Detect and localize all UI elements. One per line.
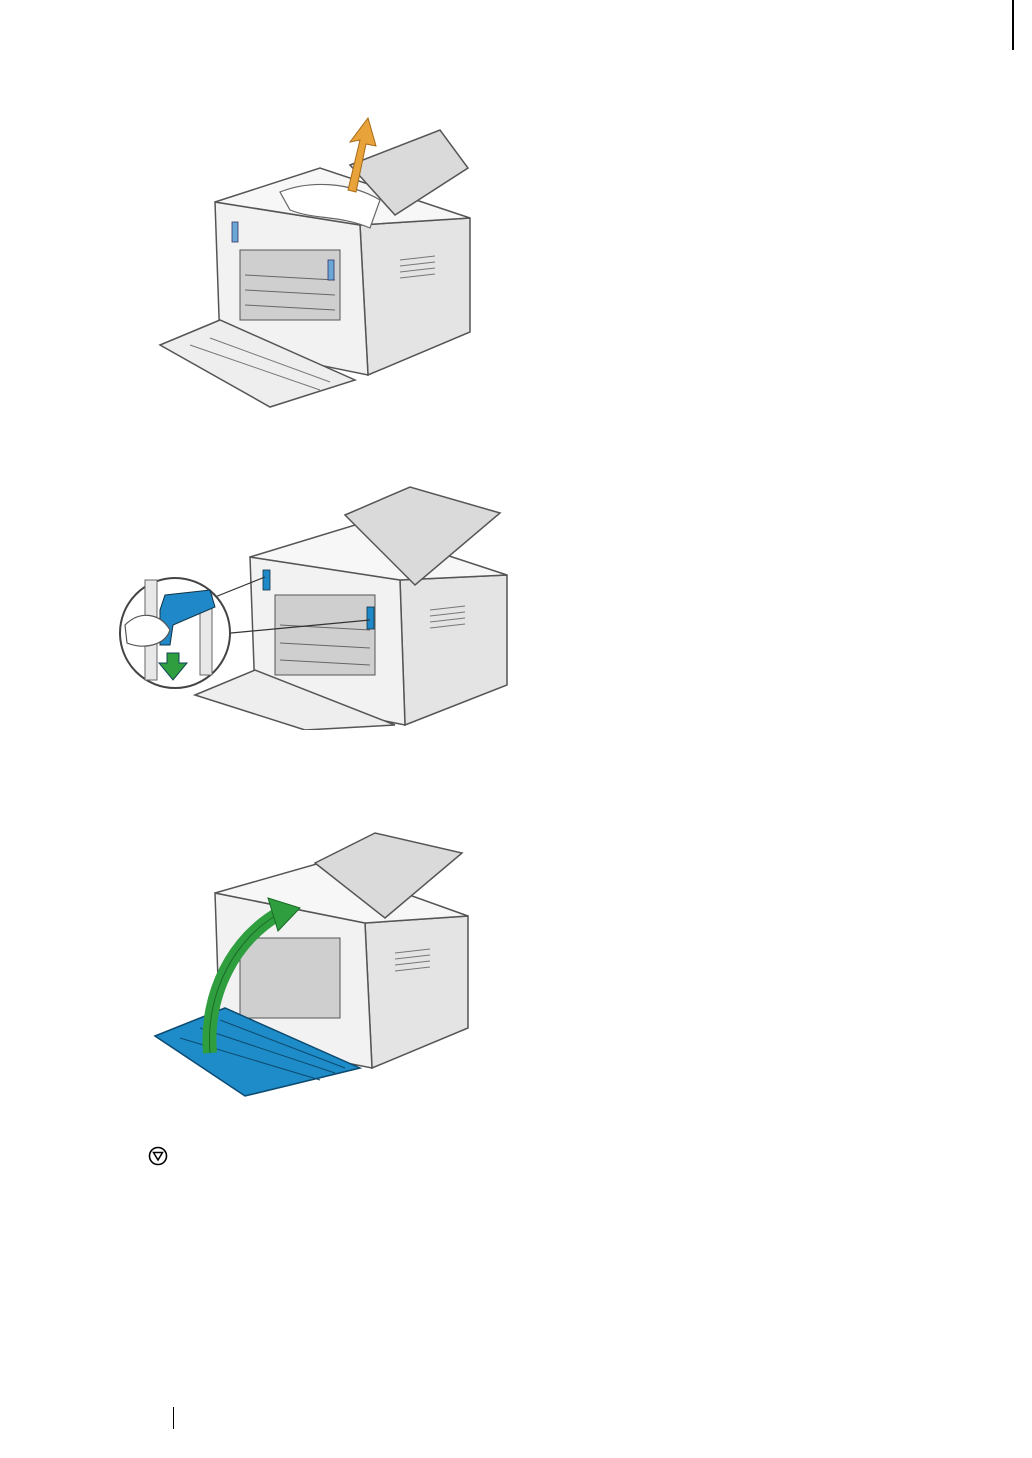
close-rear-cover-figure xyxy=(150,828,480,1098)
stop-icon xyxy=(148,1146,168,1166)
lower-levers-figure xyxy=(115,485,515,730)
page-edge-rule xyxy=(1012,0,1014,50)
footer-rule xyxy=(173,1407,174,1429)
remove-jammed-paper-figure xyxy=(150,110,490,410)
